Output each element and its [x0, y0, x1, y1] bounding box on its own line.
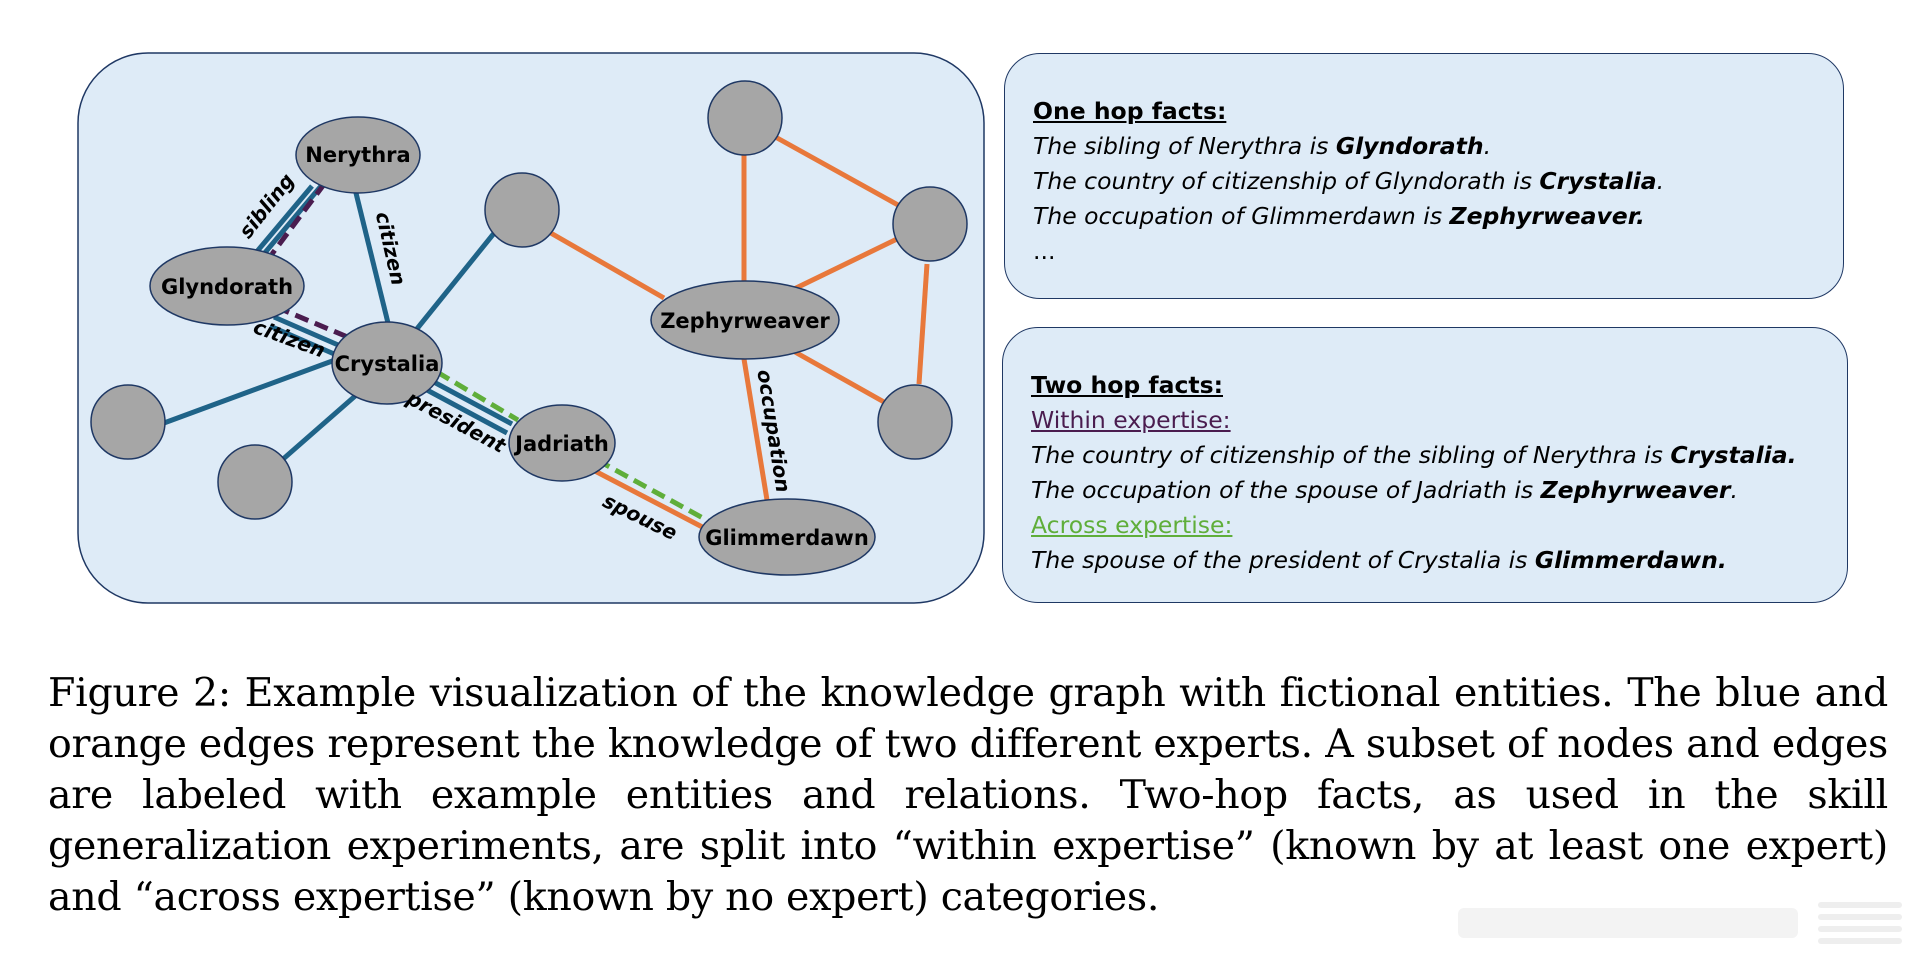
one-hop-ellipsis: ...: [1033, 237, 1056, 265]
figure-caption: Figure 2: Example visualization of the k…: [48, 670, 1888, 920]
one-hop-fact: The country of citizenship of Glyndorath…: [1033, 164, 1843, 199]
node-glimmerdawn: [698, 498, 876, 576]
unnamed-node-bottom: [217, 444, 293, 520]
node-nerythra: [295, 116, 421, 194]
fact-text: The occupation of Glimmerdawn is: [1033, 202, 1450, 230]
edge-glyndorath-crystalia-a: [272, 314, 347, 351]
one-hop-fact: The occupation of Glimmerdawn is Zephyrw…: [1033, 199, 1843, 234]
edge-crystalia-node-a: [414, 230, 497, 332]
edge-crystalia-jadriath-b: [425, 387, 509, 436]
watermark-artifact: [1458, 902, 1902, 944]
within-expertise-fact: The occupation of the spouse of Jadriath…: [1031, 473, 1847, 508]
fact-answer: Crystalia: [1539, 167, 1657, 195]
one-hop-heading: One hop facts:: [1033, 97, 1227, 125]
edge-nerythra-glyndorath-b: [261, 184, 323, 257]
node-label-jadriath: Jadriath: [513, 432, 609, 456]
unnamed-node-left: [90, 384, 166, 460]
node-glyndorath: [149, 246, 305, 326]
edge-zephyrweaver-right-node: [790, 236, 899, 293]
graph-nodes: [90, 80, 968, 576]
across-expertise-fact: The spouse of the president of Crystalia…: [1031, 543, 1847, 578]
unnamed-node-top: [707, 80, 783, 156]
unnamed-node-bottom-right: [877, 384, 953, 460]
edge-top-node-right-node: [768, 131, 900, 208]
fact-end: .: [1483, 132, 1492, 160]
node-zephyrweaver: [650, 280, 840, 360]
across-path-jadriath-glimmerdawn: [595, 457, 714, 526]
fact-answer: Glyndorath: [1335, 132, 1484, 160]
node-jadriath: [508, 404, 616, 482]
fact-text: The country of citizenship of the siblin…: [1031, 441, 1671, 469]
graph-panel: [77, 52, 985, 604]
across-path-crystalia-jadriath: [435, 369, 520, 423]
one-hop-facts-box: One hop facts: The sibling of Nerythra i…: [1004, 53, 1844, 299]
edge-crystalia-node-left: [163, 357, 336, 426]
two-hop-facts-box: Two hop facts: Within expertise: The cou…: [1002, 327, 1848, 603]
fact-answer: Glimmerdawn.: [1534, 546, 1727, 574]
edge-node-a-zephyrweaver: [547, 229, 666, 301]
edge-crystalia-jadriath-a: [430, 378, 514, 427]
fact-answer: Zephyrweaver.: [1449, 202, 1645, 230]
node-label-zephyrweaver: Zephyrweaver: [660, 309, 830, 333]
edge-glyndorath-crystalia-b: [268, 323, 343, 360]
edge-nerythra-crystalia: [352, 188, 392, 328]
fact-answer: Crystalia.: [1670, 441, 1797, 469]
edge-zephyrweaver-glimmerdawn: [741, 358, 770, 501]
one-hop-fact: The sibling of Nerythra is Glyndorath.: [1033, 129, 1843, 164]
node-label-glyndorath: Glyndorath: [161, 275, 293, 299]
knowledge-graph-figure: Nerythra Glyndorath Crystalia Zephyrweav…: [77, 52, 985, 604]
node-label-crystalia: Crystalia: [335, 352, 440, 376]
edge-crystalia-node-bottom: [280, 388, 364, 462]
node-label-glimmerdawn: Glimmerdawn: [705, 526, 869, 550]
edge-right-node-bottom-right-node: [916, 263, 930, 385]
fact-text: The occupation of the spouse of Jadriath…: [1031, 476, 1541, 504]
edge-jadriath-glimmerdawn: [591, 467, 712, 534]
within-expertise-fact: The country of citizenship of the siblin…: [1031, 438, 1847, 473]
fact-answer: Zephyrweaver: [1540, 476, 1731, 504]
edge-zephyrweaver-bottom-right-node: [793, 349, 886, 405]
fact-end: .: [1656, 167, 1665, 195]
within-path-nerythra-glyndorath: [269, 181, 328, 256]
unnamed-node-a: [484, 172, 560, 248]
fact-text: The spouse of the president of Crystalia…: [1031, 546, 1535, 574]
two-hop-heading: Two hop facts:: [1031, 371, 1223, 399]
edge-nerythra-glyndorath-a: [252, 184, 314, 257]
fact-text: The country of citizenship of Glyndorath…: [1033, 167, 1540, 195]
across-expertise-label: Across expertise:: [1031, 511, 1233, 539]
within-expertise-label: Within expertise:: [1031, 406, 1231, 434]
within-path-glyndorath-crystalia: [275, 304, 351, 341]
node-crystalia: [331, 321, 443, 405]
node-label-nerythra: Nerythra: [305, 143, 410, 167]
expert-1-edges: [163, 184, 514, 462]
fact-text: The sibling of Nerythra is: [1033, 132, 1336, 160]
unnamed-node-right: [892, 186, 968, 262]
expert-2-edges: [547, 131, 930, 534]
two-hop-paths: [269, 181, 714, 526]
fact-end: .: [1730, 476, 1738, 504]
